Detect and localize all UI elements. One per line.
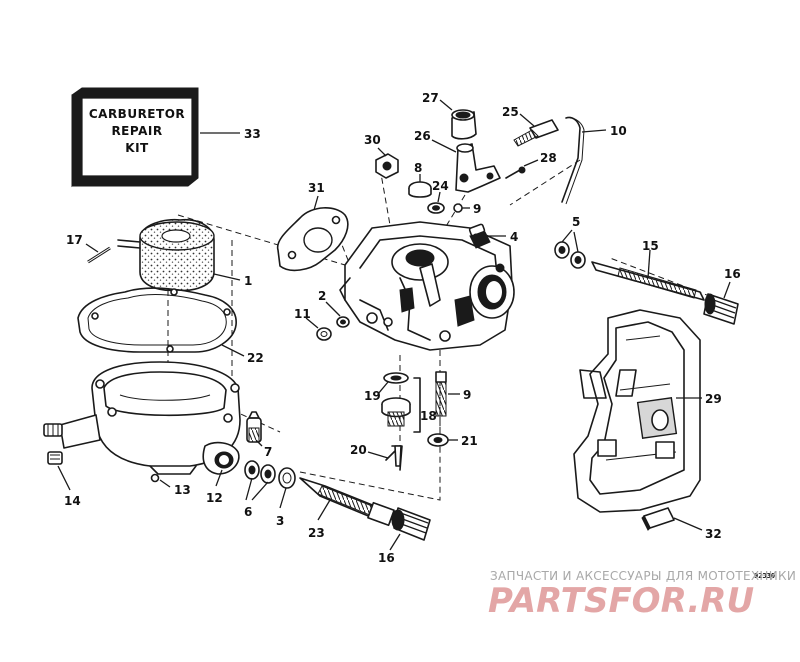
float [117,218,215,292]
image-code: 92330 [754,572,775,580]
float-bowl [43,361,241,475]
fuel-fitting-cap [451,109,477,140]
main-nozzle [381,377,421,433]
callout-16-upper: 16 [724,267,741,281]
bowl-drain-plug [47,451,63,465]
callout-13: 13 [174,483,191,497]
callout-5-upper: 5 [572,215,580,229]
throttle-screw [468,223,486,241]
kit-line-2: REPAIR [111,124,162,138]
callout-23: 23 [308,526,325,540]
kit-line-3: KIT [125,141,149,155]
callout-32: 32 [705,527,722,541]
small-screw [505,166,526,179]
idle-needle [591,261,705,301]
watermark-logo: PARTSFOR.RU [488,581,754,621]
watermark: ЗАПЧАСТИ И АКСЕССУАРЫ ДЛЯ МОТОТЕХНИКИ PA… [488,569,796,621]
jet-gasket [427,433,449,447]
callout-28: 28 [540,151,557,165]
callout-15: 15 [642,239,659,253]
callouts: 33 17 1 22 14 13 12 7 6 3 23 16 [57,91,741,565]
packing-nut-lower [391,507,431,541]
welch-plug [408,181,432,198]
fuel-fitting-washer [427,202,445,214]
idle-washers [316,316,350,341]
callout-17: 17 [66,233,83,247]
callout-3: 3 [276,514,284,528]
check-ball-upper [453,203,463,213]
callout-1: 1 [244,274,252,288]
callout-14: 14 [64,494,81,508]
callout-25: 25 [502,105,519,119]
fitting-screw [513,119,559,147]
float-bowl-gasket [77,287,237,353]
callout-29: 29 [705,392,722,406]
carburetor-body [339,221,515,351]
repair-kit-box: CARBURETOR REPAIR KIT [71,87,199,188]
callout-20: 20 [350,443,367,457]
high-speed-needle [299,477,395,527]
callout-8: 9 [473,202,481,216]
float-pin [87,246,111,264]
callout-7: 7 [264,445,272,459]
callout-22: 22 [247,351,264,365]
callout-30: 30 [364,133,381,147]
intake-flange-gasket [276,207,349,272]
callout-16-lower: 16 [378,551,395,565]
silencer-seal-strip [641,507,675,531]
callout-21: 21 [461,434,478,448]
main-jet [435,371,447,417]
check-ball [150,473,160,483]
callout-12: 12 [206,491,223,505]
kit-line-1: CARBURETOR [89,107,185,121]
callout-19: 19 [364,389,381,403]
callout-33: 33 [244,127,261,141]
silencer-housing [573,309,701,513]
body-nut [375,153,399,179]
callout-18: 18 [420,409,437,423]
callout-6: 8 [414,161,422,175]
callout-11: 11 [294,307,311,321]
needle-washers [244,460,296,489]
callout-24: 24 [432,179,449,193]
callout-4: 4 [510,230,518,244]
fuel-inlet-fitting [455,143,501,193]
idle-needle-washers [554,241,586,269]
choke-link-rod [561,116,585,205]
jet-washer [383,372,409,384]
callout-31: 31 [308,181,325,195]
callout-26: 26 [414,129,431,143]
callout-2: 2 [318,289,326,303]
callout-10: 10 [610,124,627,138]
float-bowl-screw [246,411,262,443]
packing-nut-upper [703,293,739,325]
callout-9: 9 [463,388,471,402]
callout-27: 27 [422,91,439,105]
watermark-tagline: ЗАПЧАСТИ И АКСЕССУАРЫ ДЛЯ МОТОТЕХНИКИ [490,569,796,583]
nozzle-pin [385,445,403,471]
callout-5-lower: 6 [244,505,252,519]
